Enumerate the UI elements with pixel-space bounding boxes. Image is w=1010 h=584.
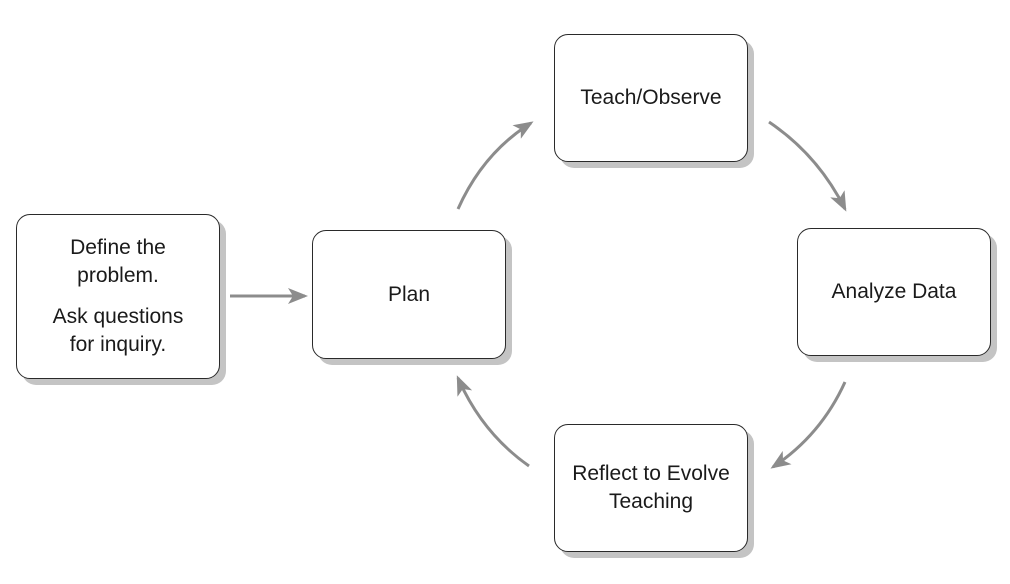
plan-box-label: Plan [387,282,431,306]
arrow-teach-to-analyze [768,120,847,212]
arrow-analyze-to-reflect [770,381,847,469]
arrow-reflect-to-plan [456,375,530,468]
define-box-line-3: Ask questions [52,305,184,328]
define-box-line-4: for inquiry. [69,333,167,356]
teach-observe-box: Teach/Observe [554,34,748,162]
reflect-box-line-1: Reflect to Evolve [572,462,730,485]
plan-box: Plan [312,230,506,359]
reflect-box: Reflect to Evolve Teaching [554,424,748,552]
define-box-line-1: Define the [70,236,166,259]
arrow-plan-to-teach [456,121,534,210]
define-problem-box: Define the problem. Ask questions for in… [16,214,220,379]
analyze-box-label: Analyze Data [831,280,957,303]
define-box-line-2: problem. [77,264,159,287]
reflect-box-line-2: Teaching [608,490,694,513]
teach-box-label: Teach/Observe [580,86,722,109]
analyze-data-box: Analyze Data [797,228,991,356]
